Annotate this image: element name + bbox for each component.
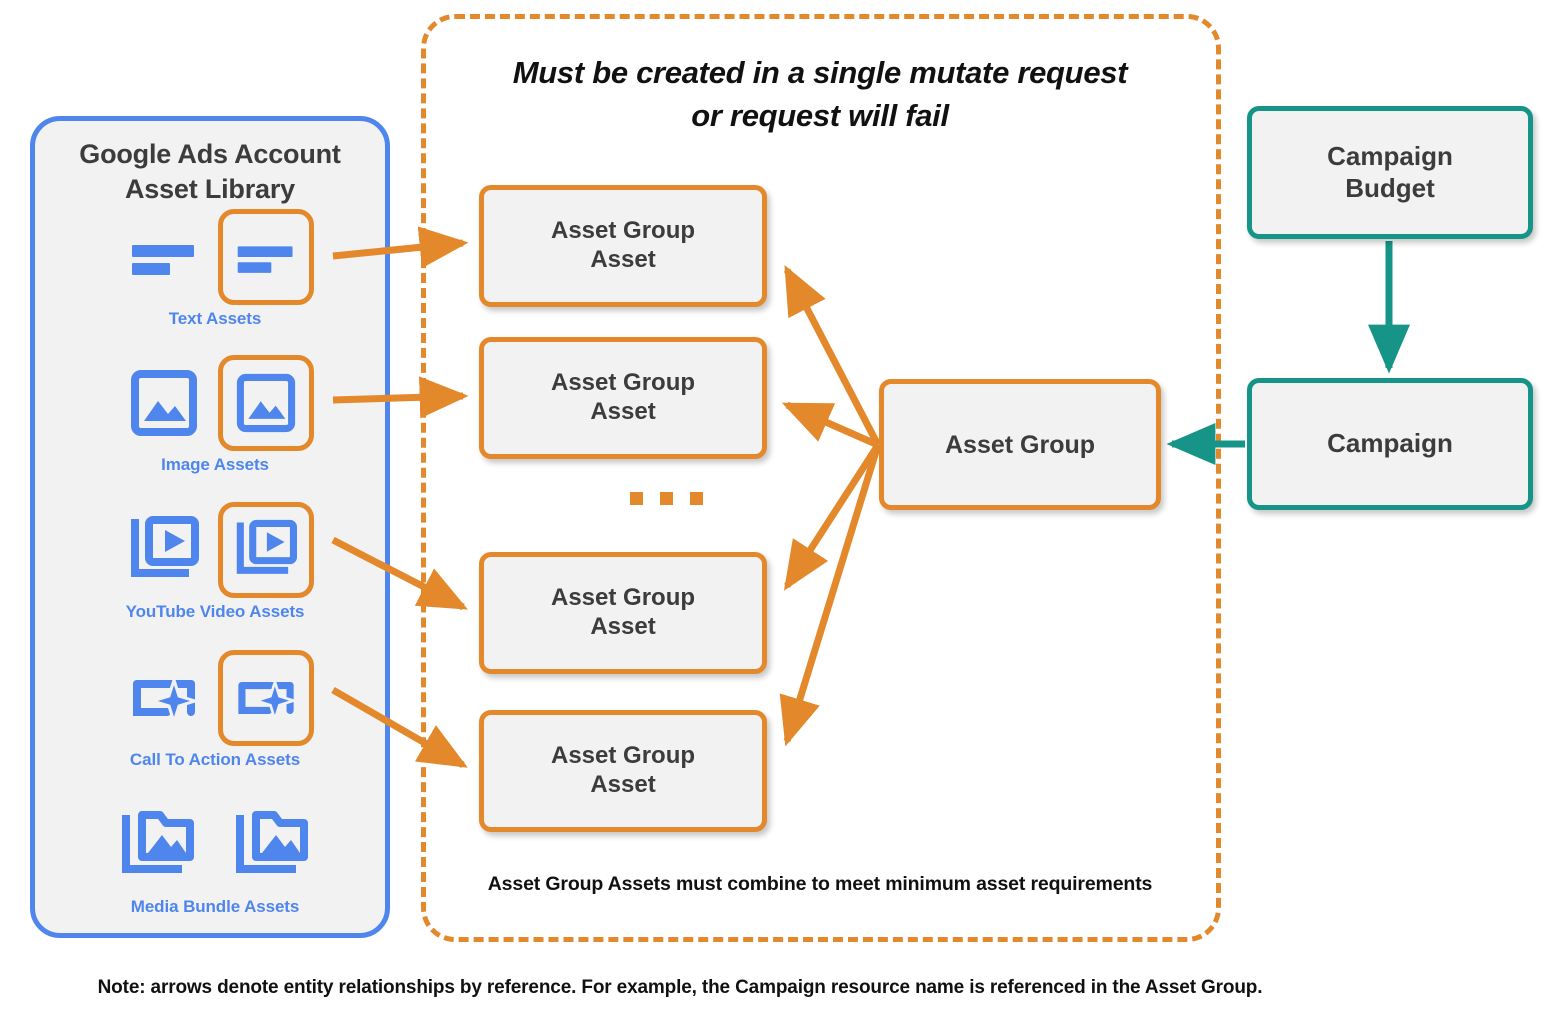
asset-row-video: YouTube Video Assets <box>35 502 395 622</box>
media-bundle-folder-icon-2 <box>224 797 320 893</box>
campaign-budget-node[interactable]: Campaign Budget <box>1247 106 1533 239</box>
video-stack-icon-selected[interactable] <box>218 502 314 598</box>
aga-3-line2: Asset <box>590 613 656 640</box>
aga-2-line2: Asset <box>590 398 656 425</box>
ellipsis-indicator <box>630 492 703 505</box>
library-title-line2: Asset Library <box>125 173 295 204</box>
mutate-title-line1: Must be created in a single mutate reque… <box>512 55 1128 90</box>
image-icon-selected[interactable] <box>218 355 314 451</box>
text-lines-icon-selected[interactable] <box>218 209 314 305</box>
asset-group-asset-node-1[interactable]: Asset Group Asset <box>479 185 767 307</box>
mutate-title-line2: or request will fail <box>691 97 949 133</box>
asset-row-image: Image Assets <box>35 355 395 475</box>
ellipsis-dot-3 <box>690 492 703 505</box>
asset-label-image: Image Assets <box>161 455 269 474</box>
campaign-budget-line1: Campaign <box>1327 141 1453 172</box>
aga-4-line1: Asset Group <box>550 742 696 770</box>
asset-row-cta: Call To Action Assets <box>35 650 395 770</box>
aga-4-line2: Asset <box>590 771 656 798</box>
icon-pair-media-bundle <box>35 797 395 893</box>
asset-group-asset-node-2[interactable]: Asset Group Asset <box>479 337 767 459</box>
icon-pair-text <box>35 209 395 305</box>
aga-1-line1: Asset Group <box>550 217 696 245</box>
text-lines-icon <box>116 209 212 305</box>
library-title: Google Ads Account Asset Library <box>35 137 385 206</box>
ellipsis-dot-1 <box>630 492 643 505</box>
image-icon <box>116 355 212 451</box>
campaign-node[interactable]: Campaign <box>1247 378 1533 510</box>
icon-pair-cta <box>35 650 395 746</box>
asset-label-video: YouTube Video Assets <box>125 602 305 621</box>
asset-group-node[interactable]: Asset Group <box>879 379 1161 510</box>
asset-library-panel: Google Ads Account Asset Library <box>30 116 390 938</box>
aga-3-line1: Asset Group <box>550 584 696 612</box>
asset-label-cta: Call To Action Assets <box>129 750 301 769</box>
aga-1-line2: Asset <box>590 246 656 273</box>
mutate-footnote: Asset Group Assets must combine to meet … <box>487 873 1153 895</box>
mutate-request-title: Must be created in a single mutate reque… <box>440 52 1200 138</box>
asset-row-media-bundle: Media Bundle Assets <box>35 797 395 917</box>
media-bundle-folder-icon <box>110 797 206 893</box>
campaign-label: Campaign <box>1327 428 1453 459</box>
ellipsis-dot-2 <box>660 492 673 505</box>
icon-pair-image <box>35 355 395 451</box>
asset-group-asset-node-4[interactable]: Asset Group Asset <box>479 710 767 832</box>
call-to-action-sparkle-icon <box>116 650 212 746</box>
asset-label-text: Text Assets <box>168 309 262 328</box>
campaign-budget-line2: Budget <box>1345 172 1435 203</box>
icon-pair-video <box>35 502 395 598</box>
call-to-action-sparkle-icon-selected[interactable] <box>218 650 314 746</box>
asset-label-media-bundle: Media Bundle Assets <box>130 897 300 916</box>
asset-row-text: Text Assets <box>35 209 395 329</box>
diagram-note: Note: arrows denote entity relationships… <box>97 977 1263 998</box>
asset-group-label: Asset Group <box>944 430 1096 459</box>
library-title-line1: Google Ads Account <box>79 139 341 169</box>
asset-group-asset-node-3[interactable]: Asset Group Asset <box>479 552 767 674</box>
video-stack-icon <box>116 502 212 598</box>
aga-2-line1: Asset Group <box>550 369 696 397</box>
